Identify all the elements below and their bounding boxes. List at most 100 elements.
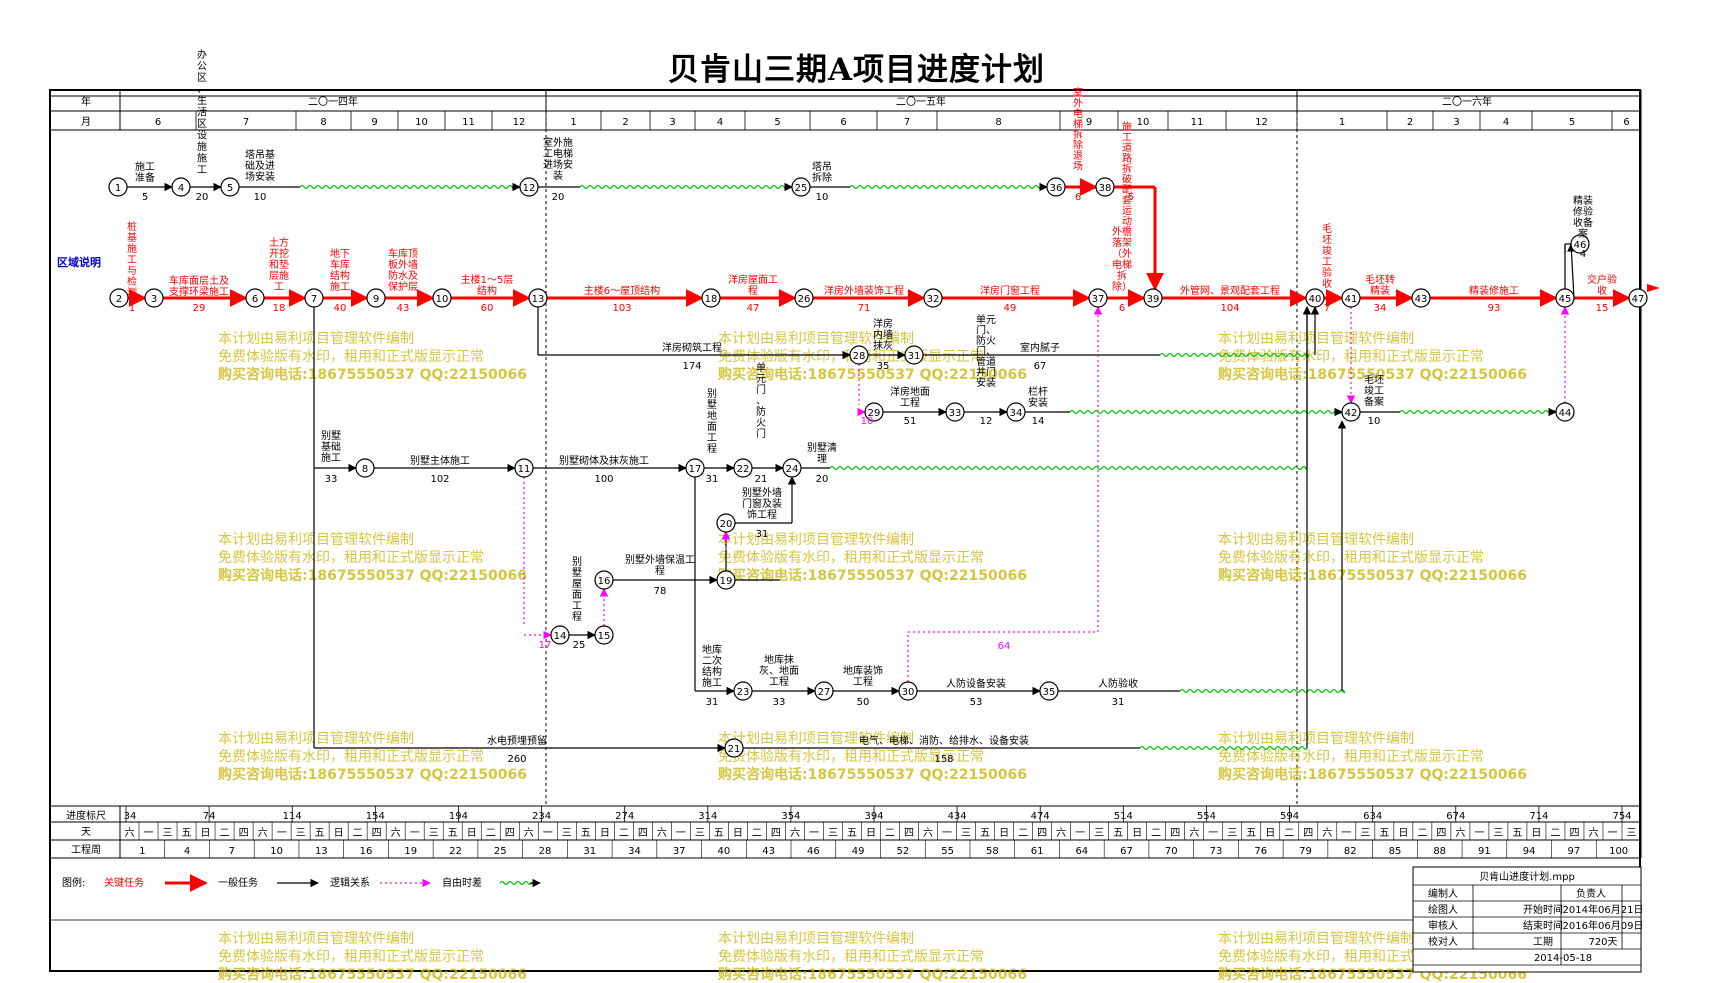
network-node[interactable]: 35 bbox=[1039, 681, 1059, 701]
node-circle[interactable] bbox=[1341, 288, 1361, 308]
network-node[interactable]: 20 bbox=[716, 513, 736, 533]
node-circle[interactable] bbox=[1555, 288, 1575, 308]
node-circle[interactable] bbox=[1411, 288, 1431, 308]
task-label: 安装 bbox=[976, 376, 996, 389]
node-circle[interactable] bbox=[864, 402, 884, 422]
node-circle[interactable] bbox=[220, 177, 240, 197]
node-circle[interactable] bbox=[245, 288, 265, 308]
network-node[interactable]: 17 bbox=[685, 458, 705, 478]
network-node[interactable]: 39 bbox=[1143, 288, 1163, 308]
node-circle[interactable] bbox=[1143, 288, 1163, 308]
node-circle[interactable] bbox=[782, 458, 802, 478]
node-circle[interactable] bbox=[355, 458, 375, 478]
network-node[interactable]: 7 bbox=[304, 288, 324, 308]
node-circle[interactable] bbox=[814, 681, 834, 701]
network-node[interactable]: 6 bbox=[245, 288, 265, 308]
node-circle[interactable] bbox=[366, 288, 386, 308]
node-circle[interactable] bbox=[1570, 234, 1590, 254]
day-cell: 三 bbox=[1360, 828, 1370, 839]
node-circle[interactable] bbox=[519, 177, 539, 197]
network-node[interactable]: 32 bbox=[923, 288, 943, 308]
node-circle[interactable] bbox=[171, 177, 191, 197]
network-node[interactable]: 30 bbox=[898, 681, 918, 701]
node-circle[interactable] bbox=[144, 288, 164, 308]
network-node[interactable]: 4 bbox=[171, 177, 191, 197]
node-circle[interactable] bbox=[1305, 288, 1325, 308]
week-cell: 70 bbox=[1165, 846, 1178, 857]
network-node[interactable]: 3 bbox=[144, 288, 164, 308]
node-circle[interactable] bbox=[1006, 402, 1026, 422]
node-circle[interactable] bbox=[701, 288, 721, 308]
network-node[interactable]: 41 bbox=[1341, 288, 1361, 308]
network-node[interactable]: 15 bbox=[594, 625, 614, 645]
node-circle[interactable] bbox=[945, 402, 965, 422]
network-node[interactable]: 21 bbox=[724, 738, 744, 758]
node-circle[interactable] bbox=[923, 288, 943, 308]
network-node[interactable]: 22 bbox=[733, 458, 753, 478]
network-node[interactable]: 11 bbox=[514, 458, 534, 478]
node-circle[interactable] bbox=[514, 458, 534, 478]
node-circle[interactable] bbox=[904, 345, 924, 365]
network-node[interactable]: 1 bbox=[108, 177, 128, 197]
network-node[interactable]: 2 bbox=[109, 288, 129, 308]
node-circle[interactable] bbox=[594, 625, 614, 645]
network-node[interactable]: 13 bbox=[528, 288, 548, 308]
task-label: 工程 bbox=[900, 397, 920, 409]
node-circle[interactable] bbox=[716, 570, 736, 590]
network-node[interactable]: 24 bbox=[782, 458, 802, 478]
network-node[interactable]: 18 bbox=[701, 288, 721, 308]
node-circle[interactable] bbox=[304, 288, 324, 308]
network-node[interactable]: 8 bbox=[355, 458, 375, 478]
node-circle[interactable] bbox=[791, 177, 811, 197]
node-circle[interactable] bbox=[109, 288, 129, 308]
node-circle[interactable] bbox=[1095, 177, 1115, 197]
node-circle[interactable] bbox=[794, 288, 814, 308]
network-node[interactable]: 27 bbox=[814, 681, 834, 701]
node-circle[interactable] bbox=[733, 458, 753, 478]
network-node[interactable]: 37 bbox=[1088, 288, 1108, 308]
node-circle[interactable] bbox=[550, 625, 570, 645]
node-circle[interactable] bbox=[716, 513, 736, 533]
network-node[interactable]: 5 bbox=[220, 177, 240, 197]
network-node[interactable]: 29 bbox=[864, 402, 884, 422]
day-cell: 一 bbox=[144, 828, 154, 839]
network-node[interactable]: 19 bbox=[716, 570, 736, 590]
network-node[interactable]: 12 bbox=[519, 177, 539, 197]
node-circle[interactable] bbox=[685, 458, 705, 478]
network-node[interactable]: 28 bbox=[849, 345, 869, 365]
network-node[interactable]: 46 bbox=[1570, 234, 1590, 254]
node-circle[interactable] bbox=[1555, 402, 1575, 422]
network-node[interactable]: 45 bbox=[1555, 288, 1575, 308]
network-node[interactable]: 33 bbox=[945, 402, 965, 422]
network-node[interactable]: 40 bbox=[1305, 288, 1325, 308]
network-node[interactable]: 14 bbox=[550, 625, 570, 645]
node-circle[interactable] bbox=[594, 570, 614, 590]
node-circle[interactable] bbox=[724, 738, 744, 758]
network-node[interactable]: 38 bbox=[1095, 177, 1115, 197]
network-node[interactable]: 31 bbox=[904, 345, 924, 365]
node-circle[interactable] bbox=[898, 681, 918, 701]
node-circle[interactable] bbox=[1039, 681, 1059, 701]
network-node[interactable]: 16 bbox=[594, 570, 614, 590]
label-char: 区 bbox=[197, 118, 207, 130]
network-node[interactable]: 47 bbox=[1628, 288, 1648, 308]
network-node[interactable]: 36 bbox=[1046, 177, 1066, 197]
network-node[interactable]: 9 bbox=[366, 288, 386, 308]
network-node[interactable]: 10 bbox=[432, 288, 452, 308]
node-circle[interactable] bbox=[1046, 177, 1066, 197]
node-circle[interactable] bbox=[849, 345, 869, 365]
network-node[interactable]: 34 bbox=[1006, 402, 1026, 422]
node-circle[interactable] bbox=[108, 177, 128, 197]
node-circle[interactable] bbox=[528, 288, 548, 308]
node-circle[interactable] bbox=[1341, 402, 1361, 422]
network-node[interactable]: 43 bbox=[1411, 288, 1431, 308]
network-node[interactable]: 23 bbox=[733, 681, 753, 701]
network-node[interactable]: 25 bbox=[791, 177, 811, 197]
network-node[interactable]: 26 bbox=[794, 288, 814, 308]
node-circle[interactable] bbox=[432, 288, 452, 308]
node-circle[interactable] bbox=[733, 681, 753, 701]
network-node[interactable]: 44 bbox=[1555, 402, 1575, 422]
node-number: 15 bbox=[598, 631, 611, 642]
node-circle[interactable] bbox=[1088, 288, 1108, 308]
network-node[interactable]: 42 bbox=[1341, 402, 1361, 422]
